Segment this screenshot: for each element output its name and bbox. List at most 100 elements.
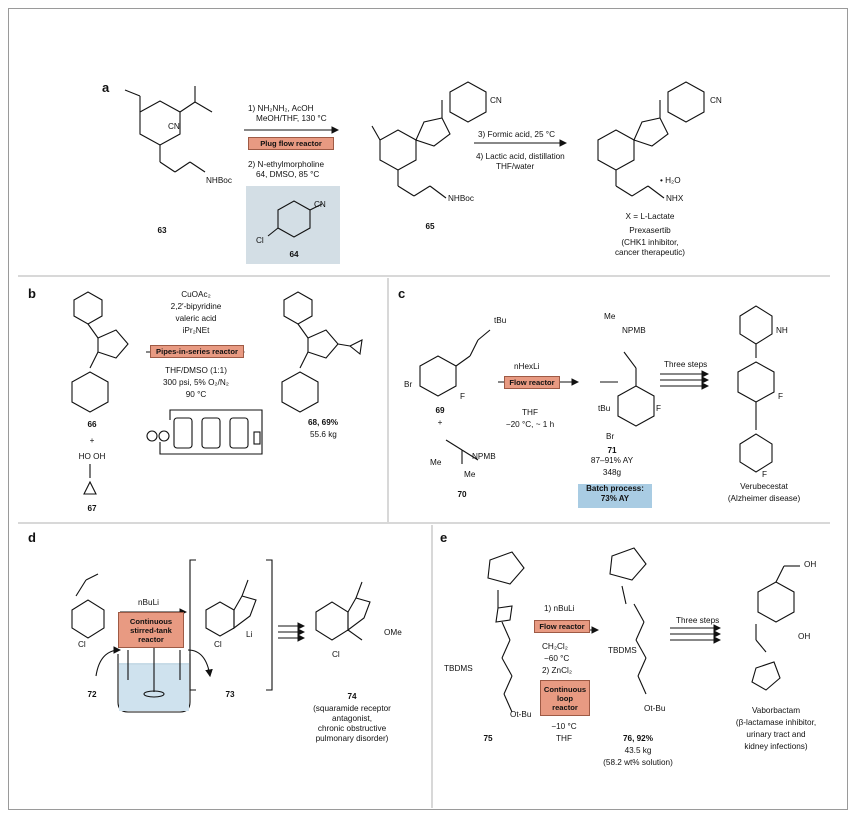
label-72: 72: [87, 690, 97, 699]
pipes-in-series-reactor-label: Pipes-in-series reactor: [156, 347, 238, 356]
oh-acid: OH: [804, 560, 817, 569]
b-product-mass: 55.6 kg: [310, 430, 337, 439]
compound-76-structure: [609, 547, 647, 695]
label-69: 69: [435, 406, 445, 415]
vaborbactam-desc-2: urinary tract and: [746, 730, 806, 739]
b-reagent-7: 90 °C: [185, 390, 207, 399]
d-desc-2: antagonist,: [331, 714, 373, 723]
compound-66-structure: [71, 291, 129, 413]
b-reagent-6: 300 psi, 5% O₂/N₂: [163, 378, 229, 387]
boronic-acid-oh: HO OH: [78, 452, 106, 461]
label-65: 65: [425, 222, 435, 231]
compound-65-structure: [371, 81, 487, 199]
loop-reactor-line-2: loop: [556, 693, 574, 703]
a-cond4-line2: THF/water: [496, 162, 535, 171]
water-label: • H₂O: [660, 176, 681, 185]
batch-process-line-1: Batch process:: [586, 484, 644, 493]
batch-process-line-2: 73% AY: [600, 494, 630, 503]
reagent-64-box: [246, 186, 340, 264]
loop-reactor-box: Continuous loop reactor: [540, 680, 590, 716]
cstr-vessel: [95, 642, 213, 713]
verubecestat-structure: [737, 305, 775, 473]
compound-69-structure: [419, 329, 491, 397]
br-71: Br: [606, 432, 615, 441]
label-73: 73: [225, 690, 235, 699]
e-product-mass: 43.5 kg: [624, 746, 652, 755]
otbu-75: Ot-Bu: [510, 710, 532, 719]
nh-verubecestat: NH: [776, 326, 788, 335]
b-reagent-2: 2,2′-bipyridine: [170, 302, 222, 311]
loop-reactor-line-3: reactor: [552, 702, 578, 712]
batch-process-box: Batch process: 73% AY: [578, 484, 652, 508]
label-68: 68, 69%: [308, 418, 339, 427]
label-67: 67: [87, 504, 97, 513]
flow-reactor-box-e: Flow reactor: [534, 620, 590, 633]
cl-74: Cl: [332, 650, 340, 659]
panel-label-d: d: [28, 530, 36, 545]
verubecestat-name: Verubecestat: [740, 482, 788, 491]
tbdms-75: TBDMS: [444, 664, 473, 673]
tbu-69: tBu: [494, 316, 507, 325]
a-cond3: 3) Formic acid, 25 °C: [478, 130, 555, 139]
prexasertib-desc-2: cancer therapeutic): [614, 248, 686, 257]
cstr-reactor-line-3: reactor: [138, 634, 164, 644]
tbdms-76: TBDMS: [608, 646, 637, 655]
compound-75-structure: [487, 551, 525, 713]
b-reagent-3: valeric acid: [175, 314, 217, 323]
figure-frame: [8, 8, 848, 810]
oh-boron: OH: [798, 632, 811, 641]
label-74: 74: [347, 692, 357, 701]
panel-label-b: b: [28, 286, 36, 301]
a-cond1-line2: MeOH/THF, 130 °C: [256, 114, 327, 123]
me-70-n: Me: [464, 470, 476, 479]
d-desc-1: (squaramide receptor: [313, 704, 391, 713]
compound-64-structure: [267, 200, 323, 238]
label-63: 63: [157, 226, 167, 235]
br-69: Br: [404, 380, 413, 389]
b-reagent-4: iPr₂NEt: [182, 326, 210, 335]
ome-74: OMe: [384, 628, 402, 637]
plug-flow-reactor-box: Plug flow reactor: [248, 137, 334, 150]
panel-label-a: a: [102, 80, 110, 95]
d-desc-4: pulmonary disorder): [315, 734, 389, 743]
compound-74-structure: [315, 581, 371, 641]
cstr-reactor-box: Continuous stirred-tank reactor: [118, 612, 184, 648]
flow-reactor-box-c: Flow reactor: [504, 376, 560, 389]
a-cond4-line1: 4) Lactic acid, distillation: [476, 152, 565, 161]
f-71: F: [656, 404, 662, 413]
cn-65: CN: [490, 96, 502, 105]
b-reagent-1: CuOAc₂: [181, 290, 211, 299]
flow-reactor-label-e: Flow reactor: [539, 622, 585, 631]
f-verubecestat: F: [778, 392, 784, 401]
tbu-71: tBu: [598, 404, 611, 413]
cstr-reactor-line-1: Continuous: [129, 616, 173, 626]
b-reagent-5: THF/DMSO (1:1): [165, 366, 227, 375]
nhboc-65: NHBoc: [448, 194, 474, 203]
panel-label-e: e: [440, 530, 448, 545]
pipes-in-series-reactor-box: Pipes-in-series reactor: [150, 345, 244, 358]
me-70: Me: [430, 458, 442, 467]
a-cond2-line1: 2) N-ethylmorpholine: [248, 160, 324, 169]
e-reagent-6: THF: [556, 734, 572, 743]
vaborbactam-desc-3: kidney infections): [744, 742, 808, 751]
label-71: 71: [607, 446, 617, 455]
label-64: 64: [289, 250, 299, 259]
c-three-steps: Three steps: [664, 360, 708, 369]
pipes-in-series-diagram: [146, 409, 263, 455]
intermediate-73-bracket: [189, 559, 273, 691]
f-pyridine: F: [762, 470, 768, 479]
f-69: F: [460, 392, 466, 401]
e-reagent-5: −10 °C: [551, 722, 577, 731]
c-plus: +: [437, 418, 443, 427]
li-73: Li: [246, 630, 253, 639]
compound-72-structure: [71, 573, 105, 639]
compound-70-structure: [445, 439, 479, 464]
e-reagent-3: −60 °C: [544, 654, 570, 663]
c-solvent: THF: [522, 408, 538, 417]
label-70: 70: [457, 490, 467, 499]
nhx-label: NHX: [666, 194, 684, 203]
c-temp: −20 °C, ~ 1 h: [505, 420, 555, 429]
cl-64: Cl: [256, 236, 264, 245]
cn-64: CN: [314, 200, 326, 209]
